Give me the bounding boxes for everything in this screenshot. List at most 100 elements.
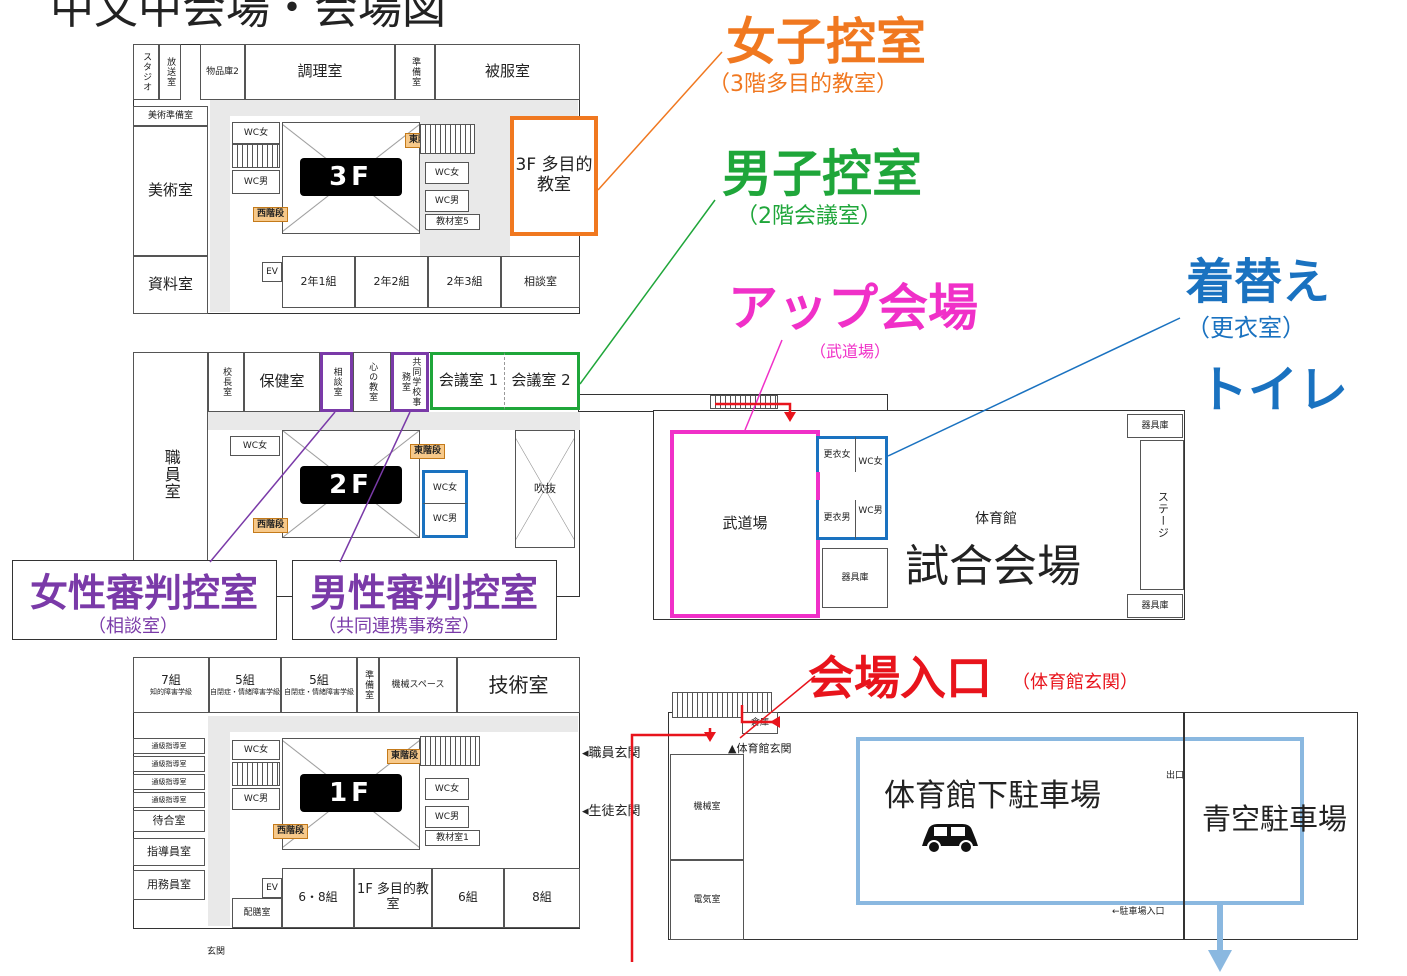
- main-entrance: 玄関: [207, 947, 226, 957]
- class-6: 6組: [432, 868, 504, 928]
- joint-office: 共同学校事務室: [391, 352, 429, 412]
- changing-sub: （更衣室）: [1186, 314, 1306, 342]
- meeting-room-2: 会議室 2: [505, 352, 580, 410]
- store2-room: 物品庫2: [200, 44, 245, 100]
- meeting-room-1: 会議室 1: [430, 352, 505, 410]
- wc-m-3f-left: WC男: [232, 170, 280, 194]
- entrance-sub: （体育館玄関）: [1012, 672, 1138, 693]
- budo-room: 武道場: [670, 430, 820, 618]
- entrance-label: 会場入口: [808, 651, 992, 705]
- consult-2f: 相談室: [320, 352, 353, 412]
- equip-room-1: 器具庫: [822, 548, 888, 608]
- class-8: 8組: [504, 868, 580, 928]
- wc-gym-m: WC男: [856, 486, 888, 540]
- men-room-label: 男子控室: [722, 145, 922, 203]
- broadcast-room: 放送室: [159, 44, 181, 100]
- store1-1f: 教材室1: [425, 830, 480, 846]
- page-title: 中文中会場・会場図: [50, 0, 446, 34]
- change-f: 更衣女: [816, 436, 856, 472]
- wc-f-2f: WC女: [422, 470, 468, 504]
- wc-f-1f: WC女: [425, 778, 469, 800]
- counsel-2: 通級指導室: [133, 756, 205, 772]
- wc-f-1f-left: WC女: [232, 740, 280, 760]
- class-2-1: 2年1組: [282, 256, 355, 308]
- machine-space: 機械スペース: [379, 657, 457, 713]
- wc-gym-f: WC女: [856, 436, 888, 486]
- void-2f: 吹抜: [515, 430, 575, 548]
- multipurpose-3f: 3F 多目的教室: [510, 116, 598, 236]
- east-stair-2f: 東階段: [410, 444, 446, 459]
- changing-label: 着替え: [1186, 254, 1331, 310]
- ev-1f: EV: [262, 878, 282, 898]
- west-stair-1f: 西階段: [273, 824, 309, 839]
- ev-3f: EV: [262, 262, 282, 282]
- floor-3f-label: 3F: [300, 158, 402, 196]
- parking-below-outline: [856, 737, 1304, 905]
- wc-f-3f-left: WC女: [232, 122, 280, 144]
- exit-label: 出口: [1166, 771, 1185, 781]
- prep-1f: 準備室: [357, 657, 379, 713]
- male-judge-box: [292, 560, 557, 640]
- change-m: 更衣男: [816, 500, 856, 540]
- cooking-room: 調理室: [245, 44, 395, 100]
- west-stair-3f: 西階段: [253, 207, 289, 222]
- guidance-room: 指導員室: [133, 838, 205, 866]
- art-room: 美術室: [133, 126, 208, 256]
- male-judge-label: 男性審判控室: [310, 571, 539, 615]
- toilet-label: トイレ: [1198, 361, 1348, 419]
- class-5a: 5組自閉症・情緒障害学級: [209, 657, 281, 713]
- car-icon: [918, 818, 982, 854]
- west-stair-2f: 西階段: [253, 518, 289, 533]
- aozora-parking-label: 青空駐車場: [1202, 802, 1348, 836]
- male-judge-sub: （共同連携事務室）: [318, 616, 480, 637]
- class-2-3: 2年3組: [428, 256, 501, 308]
- gym-entrance: ▲体育館玄関: [728, 742, 792, 755]
- staff-room: 職員室: [133, 352, 208, 597]
- women-room-label: 女子控室: [726, 13, 926, 71]
- counsel-3: 通級指導室: [133, 774, 205, 790]
- stage: ステージ: [1140, 440, 1184, 590]
- store5-3f: 教材室5: [425, 214, 480, 230]
- art-prep-room: 美術準備室: [133, 106, 208, 126]
- consult-3f: 相談室: [501, 256, 580, 308]
- men-room-sub: （2階会議室）: [736, 204, 882, 229]
- janitor-room: 用務員室: [133, 870, 205, 900]
- staff-entrance: ◂職員玄関: [582, 746, 641, 761]
- class-7: 7組知的障害学級: [133, 657, 209, 713]
- principal-room: 校長室: [208, 352, 244, 412]
- materials-room: 資料室: [133, 256, 208, 314]
- wc-f-3f: WC女: [425, 162, 469, 184]
- wc-m-1f: WC男: [425, 806, 469, 828]
- heart-room: 心の教室: [353, 352, 391, 412]
- female-judge-sub: （相談室）: [88, 616, 178, 637]
- class-6-8: 6・8組: [282, 868, 354, 928]
- warmup-sub: （武道場）: [810, 342, 891, 361]
- prep-room: 準備室: [395, 44, 435, 100]
- multipurpose-1f: 1F 多目的教室: [354, 868, 432, 928]
- electric-room: 電気室: [670, 860, 744, 940]
- equip-room-2: 器具庫: [1127, 414, 1183, 438]
- floor-2f-label: 2F: [300, 466, 402, 504]
- equip-room-3: 器具庫: [1127, 594, 1183, 618]
- women-room-sub: （3階多目的教室）: [708, 72, 898, 97]
- counsel-4: 通級指導室: [133, 792, 205, 808]
- wc-m-1f-left: WC男: [232, 788, 280, 810]
- warmup-label: アップ会場: [728, 279, 978, 337]
- parking-below-label: 体育館下駐車場: [884, 778, 1101, 814]
- sewing-room: 被服室: [435, 44, 580, 100]
- female-judge-label: 女性審判控室: [30, 571, 259, 615]
- health-room: 保健室: [244, 352, 320, 412]
- counsel-1: 通級指導室: [133, 738, 205, 754]
- gym-main-label: 試合会場: [905, 541, 1081, 592]
- parking-entrance-label: ←駐車場入口: [1112, 907, 1165, 917]
- class-2-2: 2年2組: [355, 256, 428, 308]
- wc-m-2f: WC男: [422, 504, 468, 538]
- studio-room: スタジオ: [133, 44, 159, 100]
- female-judge-box: [12, 560, 277, 640]
- floor-1f-label: 1F: [300, 774, 402, 812]
- class-5b: 5組自閉症・情緒障害学級: [281, 657, 357, 713]
- student-entrance: ◂生徒玄関: [582, 804, 641, 819]
- machine-room: 機械室: [670, 754, 744, 860]
- print-room: 配膳室: [232, 898, 282, 928]
